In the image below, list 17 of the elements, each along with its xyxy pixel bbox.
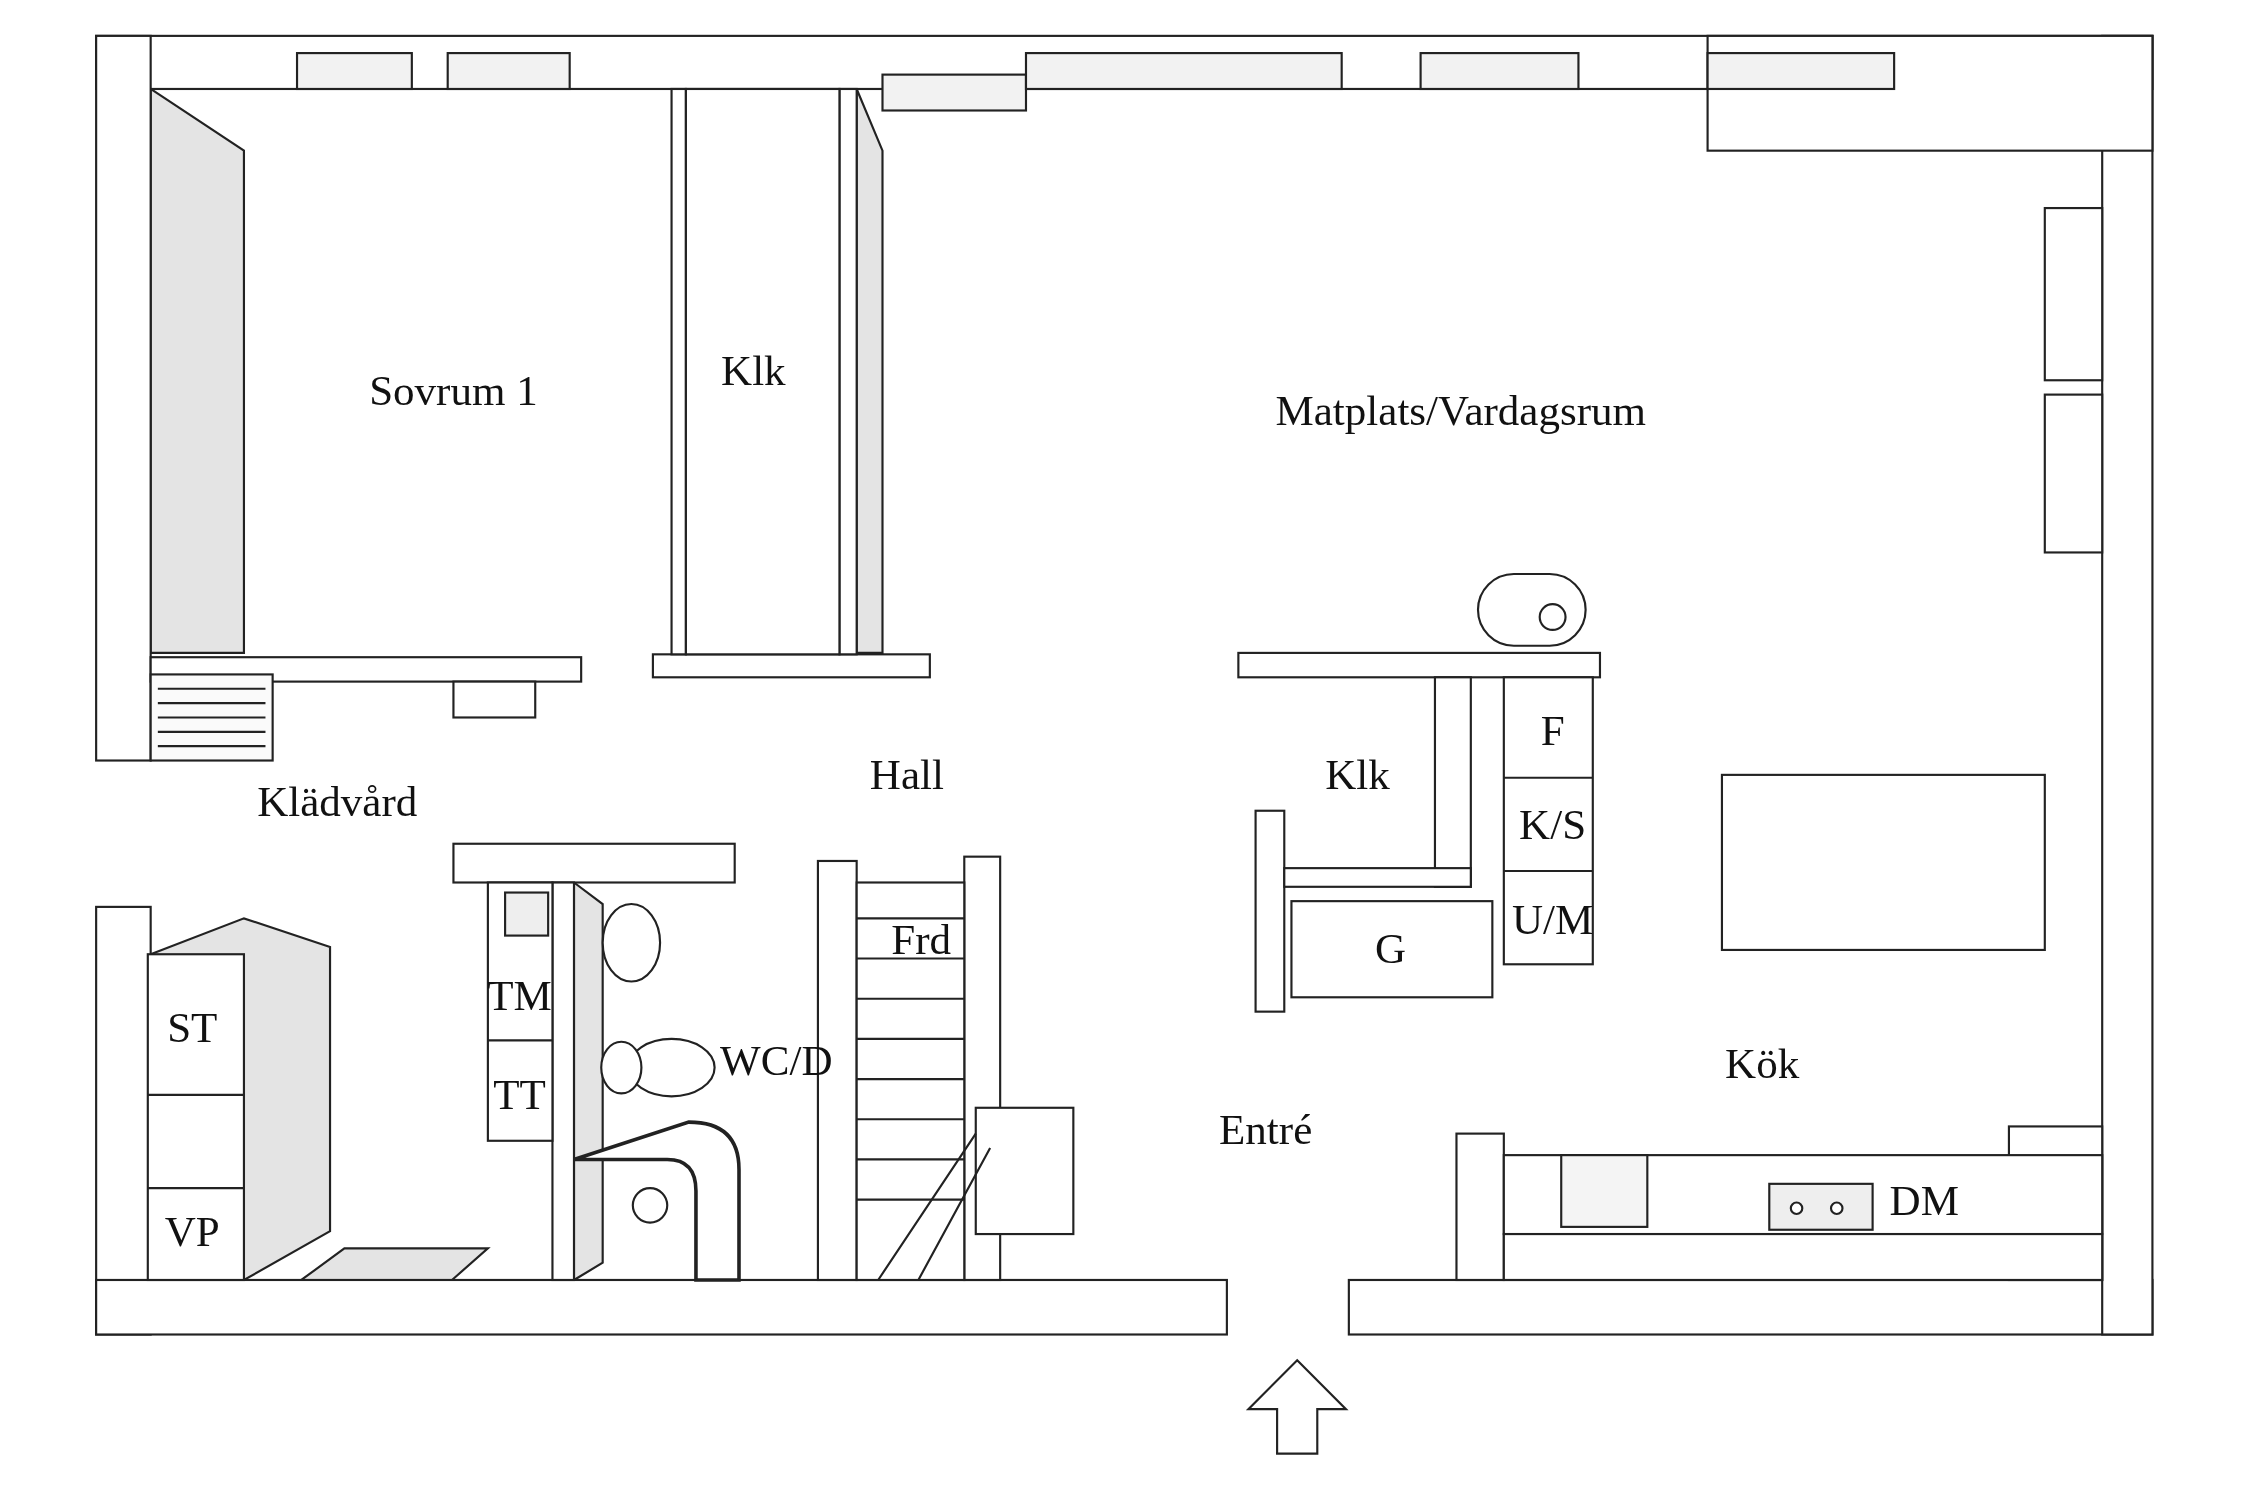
room-label: Matplats/Vardagsrum: [1275, 388, 1647, 432]
room-label: K/S: [1519, 803, 1587, 847]
room-label: Klk: [1325, 753, 1390, 797]
room-label: VP: [164, 1209, 220, 1253]
room-label: Sovrum 1: [369, 368, 538, 412]
room-label: U/M: [1511, 898, 1594, 942]
room-label: ST: [167, 1005, 218, 1049]
room-label: G: [1374, 927, 1406, 971]
room-label: Entré: [1219, 1107, 1313, 1151]
room-label: Frd: [891, 918, 952, 962]
room-label: Klk: [721, 348, 786, 392]
room-label: DM: [1889, 1179, 1959, 1223]
room-label: F: [1540, 708, 1565, 752]
room-label: Hall: [869, 753, 944, 797]
room-label: Klädvård: [257, 780, 418, 824]
room-label: Kök: [1725, 1041, 1800, 1085]
room-label: TT: [493, 1073, 546, 1117]
